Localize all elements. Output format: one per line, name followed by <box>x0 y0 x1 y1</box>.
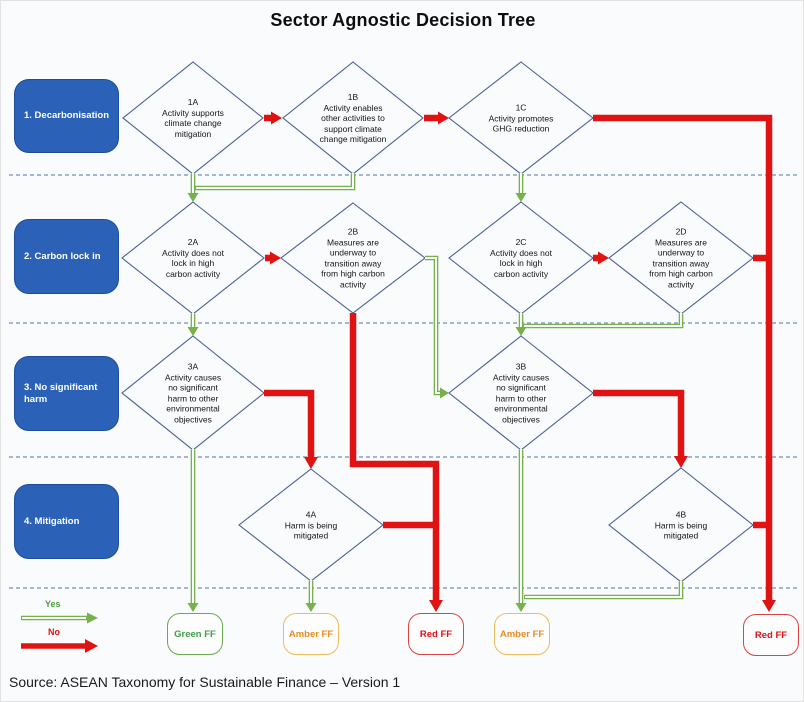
node-text: Activity causes no significant harm to o… <box>492 372 550 424</box>
node-text: Activity causes no significant harm to o… <box>164 372 222 424</box>
outcome-red-ff-1: Red FF <box>408 613 464 655</box>
outcome-label: Red FF <box>754 629 788 641</box>
node-2b: 2B Measures are underway to transition a… <box>303 227 403 290</box>
node-3a: 3A Activity causes no significant harm t… <box>143 362 243 425</box>
legend-yes-label: Yes <box>45 599 61 609</box>
node-text: Harm is being mitigated <box>284 519 338 541</box>
yes-connectors <box>21 173 684 624</box>
node-text: Harm is being mitigated <box>654 519 708 541</box>
stage-label: 4. Mitigation <box>24 515 80 527</box>
node-1c: 1C Activity promotes GHG reduction <box>471 102 571 134</box>
node-2d: 2D Measures are underway to transition a… <box>631 227 731 290</box>
outcome-amber-ff-1: Amber FF <box>283 613 339 655</box>
row-divider-lines <box>9 174 797 589</box>
node-text: Activity supports climate change mitigat… <box>162 107 224 139</box>
node-code: 3A <box>187 361 199 372</box>
outcome-green-ff: Green FF <box>167 613 223 655</box>
node-code: 4B <box>675 509 687 520</box>
node-text: Activity does not lock in high carbon ac… <box>162 247 224 279</box>
node-4a: 4A Harm is being mitigated <box>261 509 361 541</box>
legend-no-label: No <box>48 627 60 637</box>
stage-box-mitigation: 4. Mitigation <box>14 484 119 559</box>
outcome-label: Green FF <box>174 628 216 640</box>
node-1a: 1A Activity supports climate change miti… <box>143 97 243 139</box>
node-text: Measures are underway to transition away… <box>321 237 385 289</box>
node-2a: 2A Activity does not lock in high carbon… <box>143 237 243 279</box>
node-text: Activity promotes GHG reduction <box>488 112 554 134</box>
node-2c: 2C Activity does not lock in high carbon… <box>471 237 571 279</box>
decision-diamonds <box>121 61 754 583</box>
node-code: 1A <box>187 97 199 107</box>
node-4b: 4B Harm is being mitigated <box>631 509 731 541</box>
outcome-red-ff-2: Red FF <box>743 614 799 656</box>
node-code: 4A <box>305 509 317 520</box>
arrow-3b-to-4b <box>593 389 685 456</box>
node-1b: 1B Activity enables other activities to … <box>303 92 403 145</box>
no-arrowheads <box>85 111 776 653</box>
node-code: 2B <box>347 226 359 237</box>
node-code: 2A <box>187 237 199 247</box>
node-text: Measures are underway to transition away… <box>649 237 713 289</box>
node-code: 3B <box>515 361 527 372</box>
yes-arrowheads <box>87 193 527 624</box>
arrow-3a-to-4a <box>264 389 315 458</box>
stage-label: 3. No significant harm <box>24 381 98 405</box>
arrow-1c-to-redff <box>593 114 773 600</box>
outcome-label: Red FF <box>419 628 453 640</box>
stage-label: 2. Carbon lock in <box>24 250 101 262</box>
source-citation: Source: ASEAN Taxonomy for Sustainable F… <box>9 674 401 690</box>
outcome-amber-ff-2: Amber FF <box>494 613 550 655</box>
node-text: Activity does not lock in high carbon ac… <box>490 247 552 279</box>
node-code: 1C <box>515 102 527 113</box>
arrow-2b-to-redff <box>349 313 440 600</box>
outcome-label: Amber FF <box>499 628 545 640</box>
stage-box-carbon-lock-in: 2. Carbon lock in <box>14 219 119 294</box>
node-3b: 3B Activity causes no significant harm t… <box>471 362 571 425</box>
page-title: Sector Agnostic Decision Tree <box>270 10 536 30</box>
stage-box-decarbonisation: 1. Decarbonisation <box>14 79 119 153</box>
no-connectors <box>21 114 773 649</box>
stage-box-no-significant-harm: 3. No significant harm <box>14 356 119 431</box>
stage-label: 1. Decarbonisation <box>24 110 109 121</box>
node-code: 1B <box>347 91 359 102</box>
outcome-label: Amber FF <box>288 628 334 640</box>
node-text: Activity enables other activities to sup… <box>319 102 387 144</box>
node-code: 2C <box>515 237 527 247</box>
node-code: 2D <box>675 226 687 237</box>
